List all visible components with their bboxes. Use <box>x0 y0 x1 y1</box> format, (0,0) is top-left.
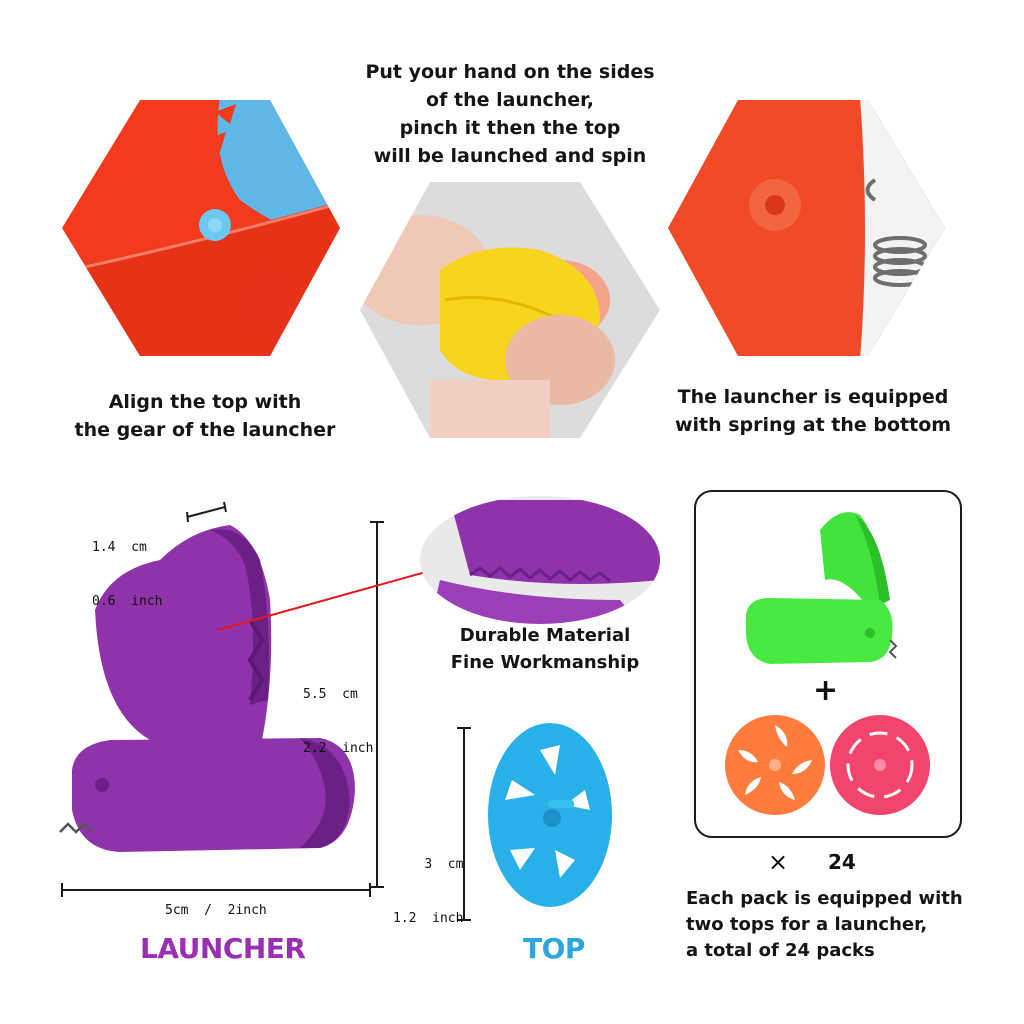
top-height-label: 3 cm 1.2 inch <box>393 820 463 946</box>
material-pointer-line <box>217 567 441 631</box>
green-launcher-illustration <box>746 512 898 664</box>
hand-pinch-photo <box>360 182 660 438</box>
launcher-purple-illustration <box>59 525 355 852</box>
align-gear-caption: Align the top with the gear of the launc… <box>60 388 350 444</box>
caption-line: with spring at the bottom <box>674 414 952 436</box>
gear-alignment-photo <box>62 100 340 356</box>
top-height-inch: 1.2 inch <box>393 911 464 926</box>
orange-top-illustration <box>725 715 825 815</box>
spring-caption: The launcher is equipped with spring at … <box>668 383 958 439</box>
caption-line: The launcher is equipped <box>677 386 949 408</box>
thickness-label: 1.4 cm 0.6 inch <box>92 503 162 629</box>
launcher-label: LAUNCHER <box>140 932 306 965</box>
blue-spinning-top <box>488 723 612 907</box>
caption-line: the gear of the launcher <box>74 419 336 441</box>
top-height-cm: 3 cm <box>424 857 464 872</box>
pink-top-illustration <box>830 715 930 815</box>
height-inch: 2.2 inch <box>303 741 374 756</box>
pack-count: 24 <box>828 850 856 874</box>
pack-description: Each pack is equipped with two tops for … <box>686 886 1016 964</box>
caption-line: Put your hand on the sides <box>365 61 655 83</box>
top-label: TOP <box>523 932 585 965</box>
caption-line: will be launched and spin <box>373 145 647 167</box>
caption-line: of the launcher, <box>426 89 594 111</box>
description-line: two tops for a launcher, <box>686 914 928 935</box>
caption-line: Fine Workmanship <box>450 652 640 673</box>
dimension-lines <box>61 501 471 921</box>
caption-line: Durable Material <box>459 625 631 646</box>
spring-closeup-photo <box>668 100 945 356</box>
pack-contents-box <box>694 490 962 838</box>
height-label: 5.5 cm 2.2 inch <box>303 650 373 776</box>
height-cm: 5.5 cm <box>303 687 358 702</box>
description-line: a total of 24 packs <box>686 940 875 961</box>
pinch-instruction-caption: Put your hand on the sides of the launch… <box>340 58 680 170</box>
caption-line: pinch it then the top <box>399 117 621 139</box>
material-caption: Durable Material Fine Workmanship <box>425 622 665 676</box>
width-label: 5cm / 2inch <box>165 903 267 918</box>
times-sign: × <box>768 848 789 876</box>
thickness-cm: 1.4 cm <box>92 540 147 555</box>
thickness-inch: 0.6 inch <box>92 594 163 609</box>
material-closeup-photo <box>420 496 660 624</box>
plus-sign: + <box>813 673 839 708</box>
caption-line: Align the top with <box>108 391 302 413</box>
description-line: Each pack is equipped with <box>686 888 963 909</box>
